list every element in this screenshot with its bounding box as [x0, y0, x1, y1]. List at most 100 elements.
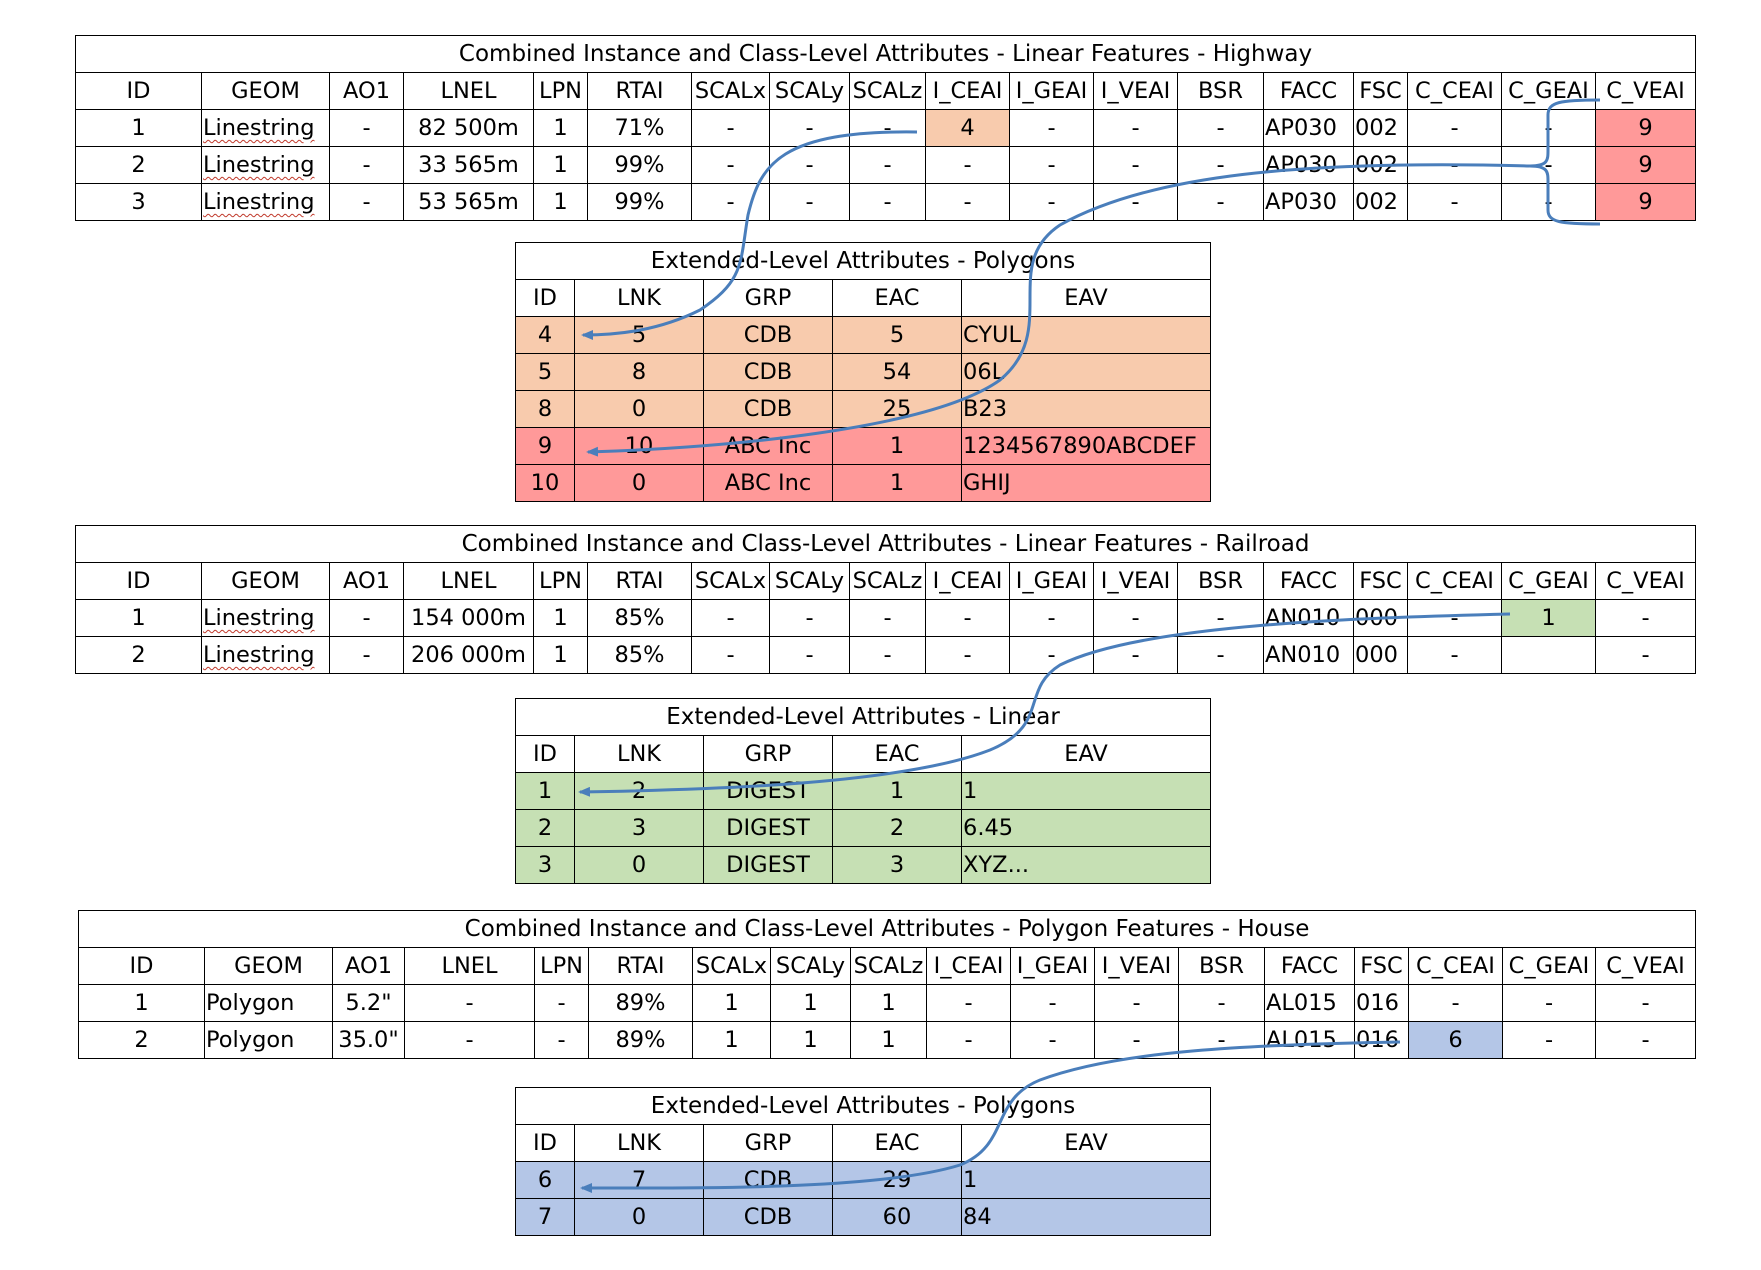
header-cell: C_GEAI: [1501, 72, 1596, 110]
header-cell: SCALy: [769, 72, 850, 110]
table-title: Combined Instance and Class-Level Attrib…: [74, 525, 1697, 563]
table-title: Extended-Level Attributes - Polygons: [515, 1087, 1211, 1125]
cell-lpn: -: [534, 984, 589, 1022]
cell-i-geai: -: [1009, 146, 1094, 184]
cell-bsr: -: [1178, 1021, 1265, 1059]
cell-lnk: 0: [574, 1198, 704, 1236]
cell-i-veai: -: [1094, 1021, 1179, 1059]
header-cell: AO1: [332, 947, 405, 985]
cell-c-veai: -: [1594, 636, 1697, 674]
cell-eac: 5: [832, 316, 962, 354]
cell-geom: Linestring: [201, 109, 330, 147]
cell-scalz: 1: [850, 984, 927, 1022]
cell-bsr: -: [1177, 146, 1264, 184]
cell-grp: CDB: [703, 1198, 833, 1236]
cell-scalz: -: [849, 599, 926, 637]
table-row: 2 3 DIGEST 2 6.45: [515, 809, 1212, 847]
cell-scalz: -: [849, 183, 926, 221]
header-cell: C_CEAI: [1408, 947, 1503, 985]
table-title: Extended-Level Attributes - Linear: [514, 698, 1212, 736]
table-title: Combined Instance and Class-Level Attrib…: [74, 35, 1697, 73]
cell-lnk: 3: [574, 809, 704, 847]
cell-eav: XYZ...: [960, 846, 1212, 884]
header-cell: LNEL: [404, 947, 535, 985]
header-row: ID GEOM AO1 LNEL LPN RTAI SCALx SCALy SC…: [75, 72, 1697, 110]
cell-c-geai: -: [1501, 183, 1596, 221]
table-row: 2 Polygon 35.0" - - 89% 1 1 1 - - - - AL…: [78, 1021, 1697, 1059]
cell-c-veai: 9: [1594, 109, 1697, 147]
cell-bsr: -: [1177, 183, 1264, 221]
cell-facc: AP030: [1263, 109, 1354, 147]
cell-c-ceai: -: [1408, 984, 1503, 1022]
cell-geom: Linestring: [201, 183, 330, 221]
extended-polygons-house-table: Extended-Level Attributes - Polygons ID …: [515, 1087, 1211, 1236]
cell-geom: Linestring: [201, 636, 330, 674]
table-row: 1 Linestring - 82 500m 1 71% - - - 4 - -…: [75, 109, 1697, 147]
header-cell: C_VEAI: [1594, 947, 1697, 985]
table-row: 1 2 DIGEST 1 1: [515, 772, 1212, 810]
cell-id: 2: [75, 146, 202, 184]
cell-fsc: 002: [1353, 183, 1408, 221]
house-attributes-table: Combined Instance and Class-Level Attrib…: [77, 910, 1697, 1059]
table-row: 1 Polygon 5.2" - - 89% 1 1 1 - - - - AL0…: [78, 984, 1697, 1022]
cell-i-geai: -: [1010, 1021, 1095, 1059]
cell-scalz: -: [849, 636, 926, 674]
extended-linear-table: Extended-Level Attributes - Linear ID LN…: [514, 698, 1212, 884]
header-cell: SCALx: [691, 562, 770, 600]
header-cell: FSC: [1353, 562, 1408, 600]
header-cell: I_GEAI: [1010, 947, 1095, 985]
cell-c-geai: [1501, 636, 1596, 674]
header-cell: FACC: [1263, 562, 1354, 600]
cell-lnel: -: [404, 1021, 535, 1059]
cell-c-veai: -: [1594, 599, 1697, 637]
cell-bsr: -: [1178, 984, 1265, 1022]
cell-lpn: 1: [533, 109, 588, 147]
cell-i-ceai: -: [925, 636, 1010, 674]
header-cell: C_GEAI: [1501, 562, 1596, 600]
cell-i-veai: -: [1093, 636, 1178, 674]
cell-eav: 1: [961, 1161, 1211, 1199]
cell-rtai: 89%: [588, 1021, 693, 1059]
header-cell: LNK: [574, 735, 704, 773]
cell-id: 1: [78, 984, 205, 1022]
cell-i-geai: -: [1009, 183, 1094, 221]
cell-c-geai: -: [1502, 984, 1596, 1022]
cell-i-geai: -: [1009, 636, 1094, 674]
table-row: 10 0 ABC Inc 1 GHIJ: [515, 464, 1211, 502]
cell-id: 3: [75, 183, 202, 221]
cell-scaly: 1: [770, 1021, 851, 1059]
cell-id: 1: [75, 109, 202, 147]
cell-id: 5: [515, 353, 575, 391]
cell-facc: AP030: [1263, 146, 1354, 184]
table-row: 7 0 CDB 60 84: [515, 1198, 1211, 1236]
header-cell: I_VEAI: [1093, 72, 1178, 110]
header-cell: I_VEAI: [1094, 947, 1179, 985]
header-cell: AO1: [329, 72, 404, 110]
cell-geom-text: Linestring: [203, 642, 315, 668]
cell-eav: 6.45: [960, 809, 1212, 847]
header-cell: ID: [75, 72, 202, 110]
header-cell: ID: [78, 947, 205, 985]
cell-scalx: -: [691, 599, 770, 637]
cell-i-geai: -: [1010, 984, 1095, 1022]
header-row: ID GEOM AO1 LNEL LPN RTAI SCALx SCALy SC…: [78, 947, 1697, 985]
header-cell: SCALy: [770, 947, 851, 985]
cell-geom: Linestring: [201, 146, 330, 184]
header-cell: ID: [75, 562, 202, 600]
header-row: ID LNK GRP EAC EAV: [515, 1124, 1211, 1162]
cell-ao1: -: [329, 146, 404, 184]
cell-scaly: 1: [770, 984, 851, 1022]
cell-c-veai: -: [1594, 984, 1697, 1022]
header-row: ID GEOM AO1 LNEL LPN RTAI SCALx SCALy SC…: [75, 562, 1697, 600]
cell-id: 10: [515, 464, 575, 502]
cell-eac: 2: [832, 809, 962, 847]
cell-eac: 29: [832, 1161, 962, 1199]
cell-fsc: 002: [1353, 146, 1408, 184]
cell-lpn: 1: [533, 599, 588, 637]
cell-lnel: 206 000m: [403, 636, 534, 674]
header-cell: LNEL: [403, 562, 534, 600]
cell-c-geai: -: [1501, 109, 1596, 147]
header-cell: LPN: [533, 72, 588, 110]
cell-scalx: -: [691, 146, 770, 184]
header-cell: LNK: [574, 1124, 704, 1162]
